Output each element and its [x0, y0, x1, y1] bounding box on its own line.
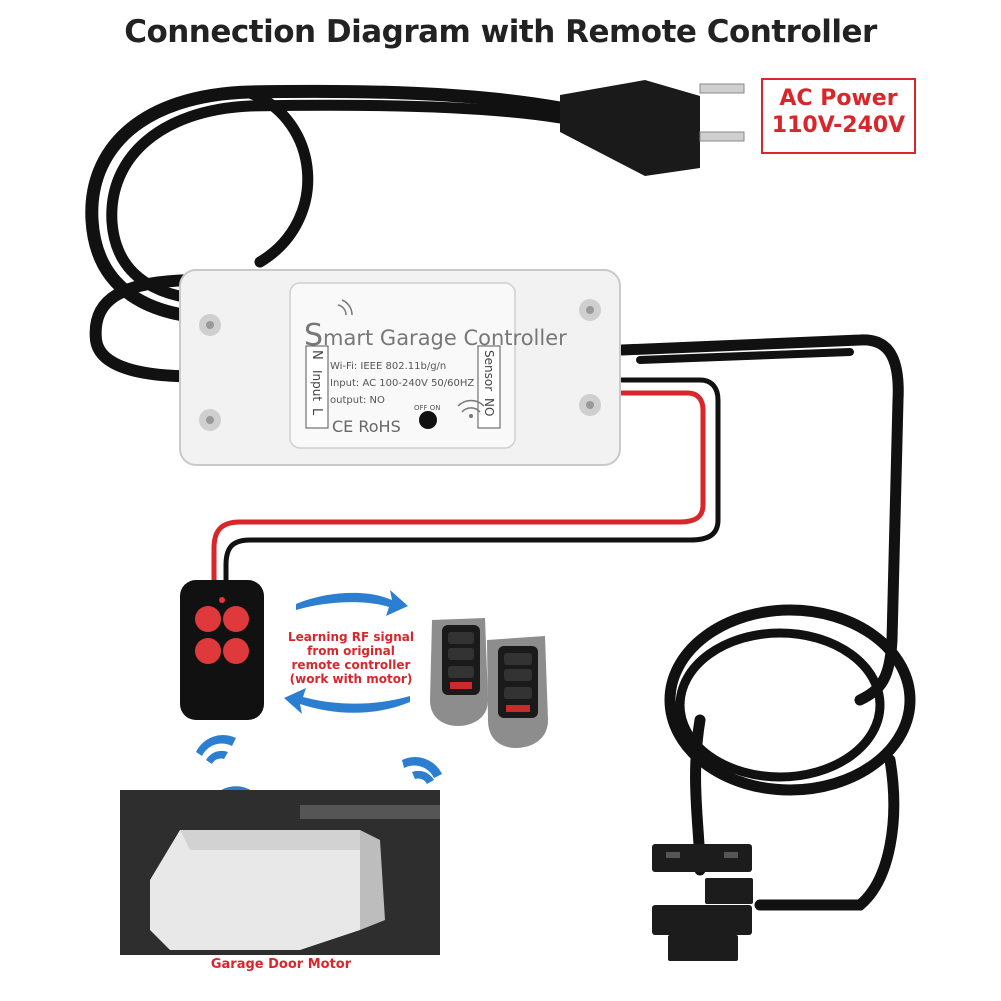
device-title-first: S — [304, 318, 324, 353]
learning-note: Learning RF signal from original remote … — [286, 630, 416, 686]
ac-power-label: AC Power — [779, 86, 898, 111]
diagram-title: Connection Diagram with Remote Controlle… — [124, 14, 877, 50]
terminal-n: N — [309, 350, 324, 360]
terminal-l: L — [309, 408, 324, 416]
magnetic-sensor — [652, 844, 753, 961]
terminal-no: NO — [482, 398, 496, 417]
ac-plug — [560, 80, 745, 176]
smart-controller — [179, 269, 621, 466]
original-remotes — [430, 618, 548, 748]
device-switch-label: OFF ON — [414, 404, 441, 412]
ac-power-box: AC Power 110V-240V — [761, 78, 916, 154]
device-cert: CE RoHS — [332, 417, 401, 436]
learning-note-line: remote controller — [291, 658, 411, 672]
device-input-spec: Input: AC 100-240V 50/60HZ — [330, 378, 475, 389]
learning-note-line: (work with motor) — [289, 672, 413, 686]
sensor-cable — [616, 334, 916, 911]
learning-note-line: Learning RF signal — [288, 630, 414, 644]
terminal-sensor-label: Sensor — [482, 350, 496, 392]
device-output-spec: output: NO — [330, 395, 385, 406]
terminal-input-label: Input — [310, 370, 324, 402]
device-title: Smart Garage Controller — [304, 318, 567, 353]
learning-note-line: from original — [307, 644, 395, 658]
garage-motor-photo — [120, 790, 440, 955]
learning-arrows — [284, 590, 410, 714]
power-cable — [85, 84, 567, 383]
signal-wires — [211, 377, 721, 588]
device-title-rest: mart Garage Controller — [323, 326, 567, 350]
motor-label: Garage Door Motor — [210, 957, 352, 972]
red-remote — [180, 580, 264, 720]
device-wifi-spec: Wi-Fi: IEEE 802.11b/g/n — [330, 361, 447, 372]
ac-power-voltage: 110V-240V — [771, 113, 906, 138]
